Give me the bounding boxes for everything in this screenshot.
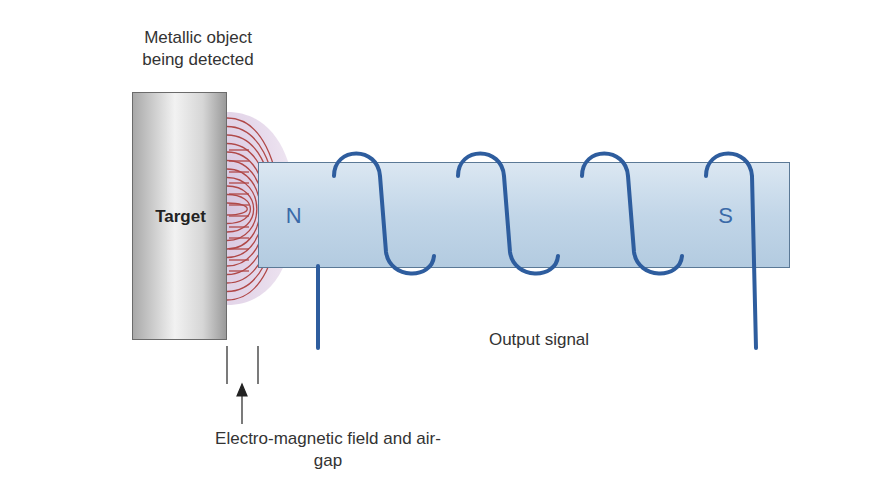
ferrite-core: NS xyxy=(258,162,790,268)
pole-label: S xyxy=(718,203,733,229)
air-gap-marker xyxy=(227,346,258,424)
gap-caption: Electro-magnetic field and air-gap xyxy=(213,428,443,472)
pole-label: N xyxy=(286,203,302,229)
target-label: Target xyxy=(155,207,206,227)
output-label: Output signal xyxy=(489,329,589,351)
coil-winding xyxy=(318,154,756,349)
target-plate: Target xyxy=(132,92,227,340)
target-caption: Metallic object being detected xyxy=(123,27,273,71)
